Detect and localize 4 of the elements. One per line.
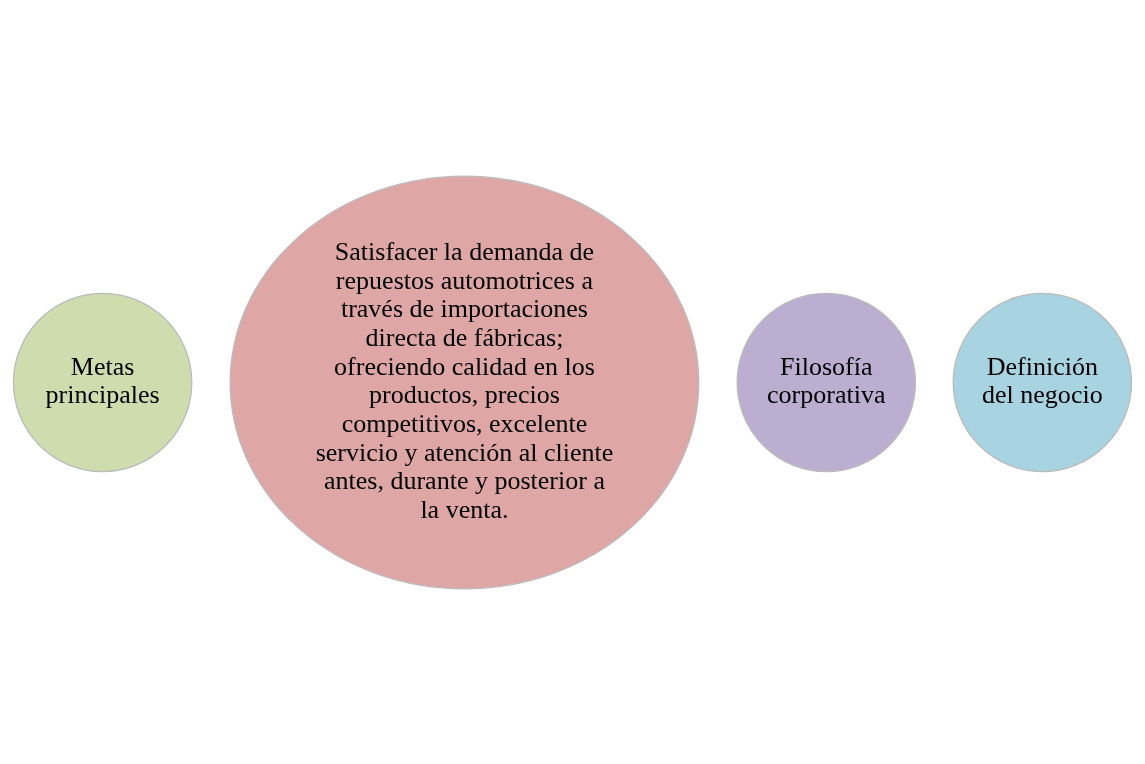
node-circle: Metas principales (12, 292, 193, 472)
node-circle: Definición del negocio (952, 292, 1133, 472)
node-circle: Filosofía corporativa (736, 292, 917, 472)
node-ellipse: Satisfacer la demanda de repuestos automotrices a través de importaciones directa de fábricas; ofreciendo calidad en los productos, precios competitivos, excelente servicio y atención al cliente antes, durante y posterior a la venta. (229, 175, 700, 589)
